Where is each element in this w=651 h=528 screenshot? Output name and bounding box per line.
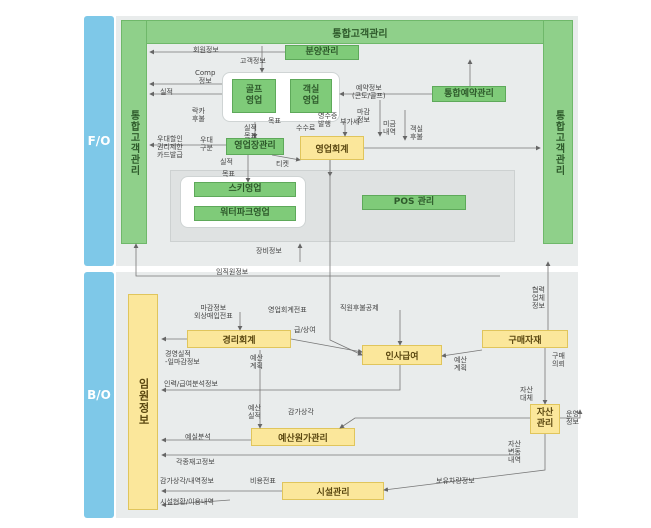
label-budget-plan2: 예산 계획 xyxy=(454,356,467,372)
fo-side-left-label: 통합고객관리 xyxy=(128,110,139,176)
room-sales-box[interactable]: 객실 영업 xyxy=(290,79,332,113)
label-hr-info: 임직원정보 xyxy=(216,268,249,276)
label-purchase-req: 구매 의뢰 xyxy=(552,352,565,368)
fo-side-right-label: 통합고객관리 xyxy=(553,110,564,176)
fo-frame-title: 통합고객관리 xyxy=(332,29,388,40)
line-facility-history xyxy=(161,499,231,508)
label-labor: 인력/급여분석정보 xyxy=(164,380,218,388)
fo-frame-top xyxy=(121,20,573,44)
label-depreciation: 감가상각 xyxy=(288,408,314,416)
label-cost-slip: 비용전표 xyxy=(250,477,276,485)
label-vehicle: 보유차량정보 xyxy=(436,477,475,485)
label-ticket: 티켓 xyxy=(276,160,289,168)
ski-sales-box[interactable]: 스키영업 xyxy=(194,182,296,197)
label-budget-plan: 예산 계획 xyxy=(250,354,263,370)
label-sales-perf: 실적 xyxy=(220,158,233,166)
label-booking-info: 예약정보 (콘도/골프) xyxy=(352,84,386,100)
label-equipment: 장비정보 xyxy=(256,247,282,255)
bo-section-band: B/O xyxy=(84,272,114,518)
asset-mgmt-label: 자산 관리 xyxy=(536,408,554,429)
label-pay: 급/상여 xyxy=(294,326,316,334)
line-labor xyxy=(161,365,401,393)
label-sales-slip: 영업회계전표 xyxy=(268,306,307,314)
label-fee: 수수료 xyxy=(296,124,316,132)
label-room-deferred: 객실 후불 xyxy=(410,125,423,141)
sales-accounting-box[interactable]: 영업회계 xyxy=(300,136,364,160)
pos-mgmt-box[interactable]: POS 관리 xyxy=(362,195,466,210)
label-facility-history: 시설현황/이용내역 xyxy=(160,498,214,506)
bunyang-box[interactable]: 분양관리 xyxy=(285,45,359,60)
label-cooperation: 협력 업체 정보 xyxy=(532,286,545,310)
label-customer-info: 고객정보 xyxy=(240,57,266,65)
reservation-box[interactable]: 통합예약관리 xyxy=(432,86,506,102)
line-depr xyxy=(339,417,530,429)
label-vip: 우대 구분 xyxy=(200,136,213,152)
bo-section-label: B/O xyxy=(87,388,111,402)
facility-mgmt-box[interactable]: 시설관리 xyxy=(282,482,384,500)
fo-section-label: F/O xyxy=(87,134,111,148)
label-member-info: 회원정보 xyxy=(193,46,219,54)
label-mgmt-perf: 경영실적 -일마감정보 xyxy=(165,350,200,366)
golf-sales-box[interactable]: 골프 영업 xyxy=(232,79,276,113)
label-welfare: 직원후불공제 xyxy=(340,304,379,312)
fo-section-band: F/O xyxy=(84,16,114,266)
label-performance: 실적 xyxy=(160,88,173,96)
label-budget-analysis: 예실분석 xyxy=(185,433,211,441)
label-perf-target: 실적 목표 xyxy=(244,124,257,140)
budget-cost-box[interactable]: 예산원가관리 xyxy=(251,428,355,446)
executive-info-box[interactable]: 임원정보 xyxy=(128,294,158,510)
label-discount: 우대할인 권리제한 카드발급 xyxy=(157,135,183,159)
waterpark-sales-box[interactable]: 워터파크영업 xyxy=(194,206,296,221)
label-sales-tax: 부가세 xyxy=(340,118,360,126)
line-pay xyxy=(290,338,363,354)
asset-mgmt-box[interactable]: 자산 관리 xyxy=(530,404,560,434)
line-hr-info xyxy=(133,243,500,277)
label-unpaid: 미금 내역 xyxy=(383,120,396,136)
label-inventory: 각종재고정보 xyxy=(176,458,215,466)
line-sales-slip xyxy=(329,160,363,356)
purchase-box[interactable]: 구매자재 xyxy=(482,330,568,348)
executive-info-label: 임원정보 xyxy=(137,378,150,426)
label-pay-collect: 마감 정보 xyxy=(357,108,370,124)
label-target: 목표 xyxy=(268,117,281,125)
line-ticket xyxy=(271,154,301,162)
label-asset-register: 자산 대체 xyxy=(520,386,533,402)
label-receipt: 영수증 발행 xyxy=(318,112,338,128)
fo-frame-left xyxy=(121,20,147,244)
fo-frame-right xyxy=(543,20,573,244)
line-purchase-to-hr xyxy=(441,349,483,358)
line-operation xyxy=(560,409,583,419)
label-budget-perf: 예산 실적 xyxy=(248,404,261,420)
room-sales-label: 객실 영업 xyxy=(302,85,320,106)
label-asset-change: 자산 변동 내역 xyxy=(508,440,521,464)
label-target2: 목표 xyxy=(222,170,235,178)
label-depr-detail: 감가상각/내역정보 xyxy=(160,477,214,485)
label-pay-benefit: 락카 후불 xyxy=(192,107,205,123)
bo-panel xyxy=(116,272,578,518)
line-asset-change xyxy=(383,434,546,492)
label-operation: 운영 정보 xyxy=(566,410,579,426)
golf-sales-label: 골프 영업 xyxy=(245,85,263,106)
label-comp-info: Comp 정보 xyxy=(195,69,216,85)
label-closing: 마감정보 외상매입전표 xyxy=(194,304,233,320)
